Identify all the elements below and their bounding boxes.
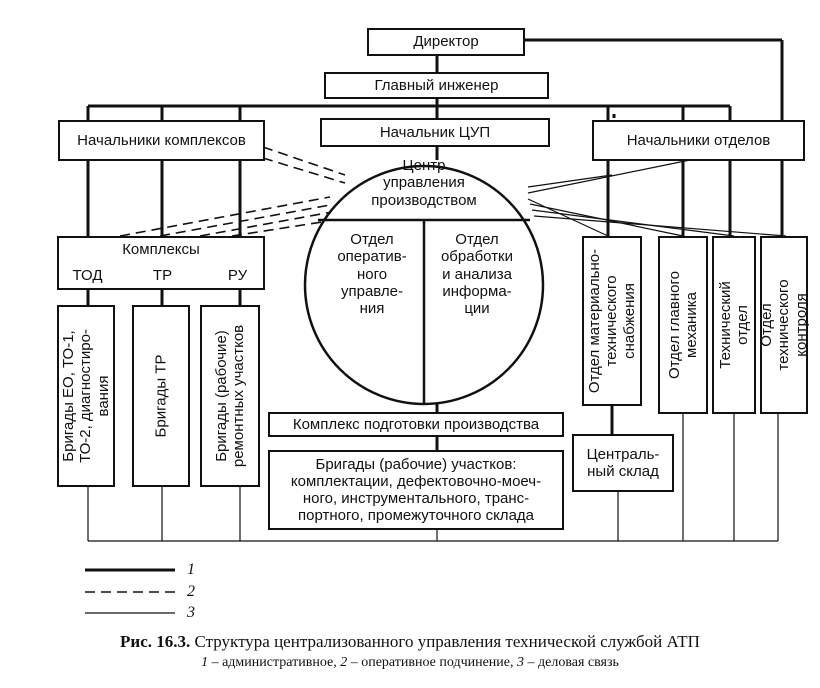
caption-num-2: 2 xyxy=(340,655,348,670)
dept-tech-control-box xyxy=(760,236,808,414)
caption-text-3: – деловая связь xyxy=(524,655,619,670)
director-label: Директор xyxy=(413,33,479,51)
brigades-workers-box xyxy=(200,305,260,487)
legend-num-2: 2 xyxy=(187,583,195,600)
caption-num-3: 3 xyxy=(517,655,525,670)
central-warehouse-label: Централь- ный склад xyxy=(586,445,660,480)
brigades-tr-box xyxy=(132,305,190,487)
head-cup-box: Начальник ЦУП xyxy=(320,118,550,147)
brigades-sites-label: Бригады (рабочие) участков: комплектации… xyxy=(290,455,542,525)
caption-text-2: – оперативное подчинение, xyxy=(347,655,518,670)
heads-of-departments-box: Начальники отделов xyxy=(592,120,805,161)
complexes-box: Комплексы xyxy=(57,236,265,290)
brigades-sites-box: Бригады (рабочие) участков: комплектации… xyxy=(268,450,564,530)
caption-text-1: – административное, xyxy=(208,655,341,670)
caption-num-1: 1 xyxy=(201,655,209,670)
legend-num-3: 3 xyxy=(187,604,195,621)
dept-technical-label: Технический отдел xyxy=(716,281,751,369)
brigades-tr-label: Бригады ТР xyxy=(152,354,170,438)
tod-label: ТОД xyxy=(72,267,103,284)
dept-tech-control-label: Отдел технического контроля xyxy=(758,279,810,371)
figure-title: Структура централизованного управления т… xyxy=(194,632,700,651)
central-warehouse-box: Централь- ный склад xyxy=(572,434,674,492)
brigades-workers-label: Бригады (рабочие) ремонтных участков xyxy=(212,324,247,468)
figure-caption: Рис. 16.3. Структура централизованного у… xyxy=(0,632,820,652)
dept-mts-box xyxy=(582,236,642,406)
dept-mts-label: Отдел материально- технического снабжени… xyxy=(586,248,638,394)
operative-dept-label: Отдел оператив- ного управле- ния xyxy=(337,231,407,317)
heads-of-complexes-label: Начальники комплексов xyxy=(77,131,246,149)
heads-of-departments-label: Начальники отделов xyxy=(626,131,771,149)
dept-technical-box xyxy=(712,236,756,414)
tr-label: ТР xyxy=(152,267,173,284)
center-label: Центр управления производством xyxy=(371,157,477,209)
brigades-eo-label: Бригады ЕО, ТО-1, ТО-2, диагностиро- ван… xyxy=(60,329,112,463)
administrative-lines xyxy=(86,38,784,450)
director-box: Директор xyxy=(367,28,525,56)
analysis-dept-label: Отдел обработки и анализа информа- ции xyxy=(440,231,514,317)
prep-complex-box: Комплекс подготовки производства xyxy=(268,412,564,437)
figure-legend-caption: 1 – административное, 2 – оперативное по… xyxy=(0,655,820,671)
operative-lines xyxy=(119,146,346,237)
ru-label: РУ xyxy=(227,267,248,284)
brigades-eo-box xyxy=(57,305,115,487)
chief-engineer-label: Главный инженер xyxy=(374,76,499,94)
prep-complex-label: Комплекс подготовки производства xyxy=(292,415,540,433)
legend-num-1: 1 xyxy=(187,561,195,578)
dept-chief-mechanic-label: Отдел главного механика xyxy=(665,271,700,379)
figure-label: Рис. 16.3. xyxy=(120,632,191,651)
chief-engineer-box: Главный инженер xyxy=(324,72,549,99)
business-lines xyxy=(87,159,787,542)
head-cup-label: Начальник ЦУП xyxy=(379,123,491,141)
complexes-label: Комплексы xyxy=(122,241,200,258)
dept-chief-mechanic-box xyxy=(658,236,708,414)
heads-of-complexes-box: Начальники комплексов xyxy=(58,120,265,161)
